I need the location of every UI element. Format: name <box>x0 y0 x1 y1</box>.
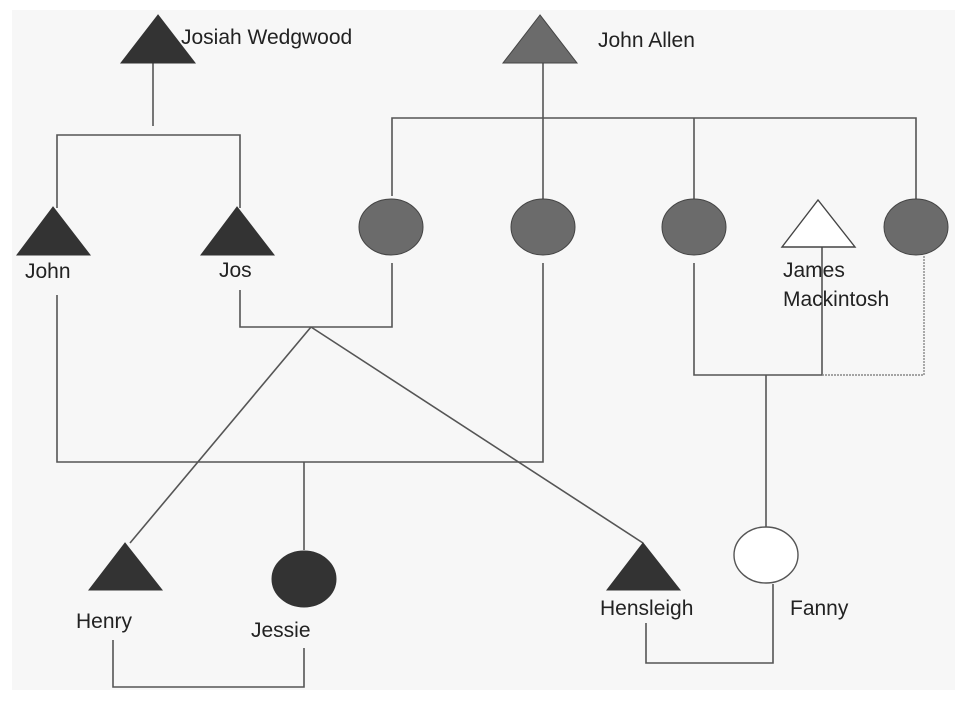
henry-descent-line <box>129 326 312 544</box>
male-triangle-icon <box>16 206 92 256</box>
person-label: John <box>25 260 71 283</box>
allen-children-bar <box>391 117 917 200</box>
male-triangle-icon <box>605 542 682 591</box>
female-circle-icon <box>358 198 424 256</box>
person-label: Jessie <box>251 619 311 642</box>
person-allen-daughter-4 <box>883 198 949 256</box>
person-allen-daughter-2 <box>510 198 576 256</box>
henry-jessie-marriage-line <box>112 640 305 688</box>
person-hensleigh: Hensleigh <box>600 542 693 620</box>
diagram-background <box>12 10 955 690</box>
person-henry: Henry <box>76 542 164 633</box>
person-label-line-1: James <box>783 259 845 282</box>
person-jessie: Jessie <box>251 550 337 642</box>
person-john: John <box>16 206 92 283</box>
person-label: Fanny <box>790 597 849 620</box>
person-label: John Allen <box>598 29 695 52</box>
person-label: Josiah Wedgwood <box>181 26 352 49</box>
female-circle-icon <box>733 526 799 584</box>
person-jos: Jos <box>200 206 276 282</box>
female-circle-icon <box>661 198 727 256</box>
hensleigh-descent-line <box>310 326 644 544</box>
female-circle-icon <box>510 198 576 256</box>
male-triangle-icon <box>200 206 276 256</box>
person-label: Jos <box>219 259 252 282</box>
person-label: Henry <box>76 610 133 633</box>
female-circle-icon <box>883 198 949 256</box>
male-triangle-icon <box>501 14 579 64</box>
connector-lines <box>56 62 925 688</box>
hensleigh-fanny-marriage-line <box>645 584 774 664</box>
person-allen-daughter-1 <box>358 198 424 256</box>
person-label: Hensleigh <box>600 597 693 620</box>
male-triangle-icon <box>119 14 197 64</box>
person-label-line-2: Mackintosh <box>783 288 889 311</box>
person-allen-daughter-3 <box>661 198 727 256</box>
james-marriage-line <box>693 247 823 376</box>
person-john-allen: John Allen <box>501 14 695 64</box>
jos-marriage-line <box>239 263 393 328</box>
female-circle-icon <box>271 550 337 608</box>
male-triangle-icon <box>780 198 857 248</box>
josiah-children-bar <box>56 134 241 208</box>
john-marriage-line <box>56 263 544 463</box>
person-james-mackintosh: James Mackintosh <box>780 198 889 311</box>
male-triangle-icon <box>87 542 164 591</box>
person-fanny: Fanny <box>733 526 849 620</box>
allen-d4-dotted-line <box>822 256 925 376</box>
person-josiah: Josiah Wedgwood <box>119 14 352 64</box>
